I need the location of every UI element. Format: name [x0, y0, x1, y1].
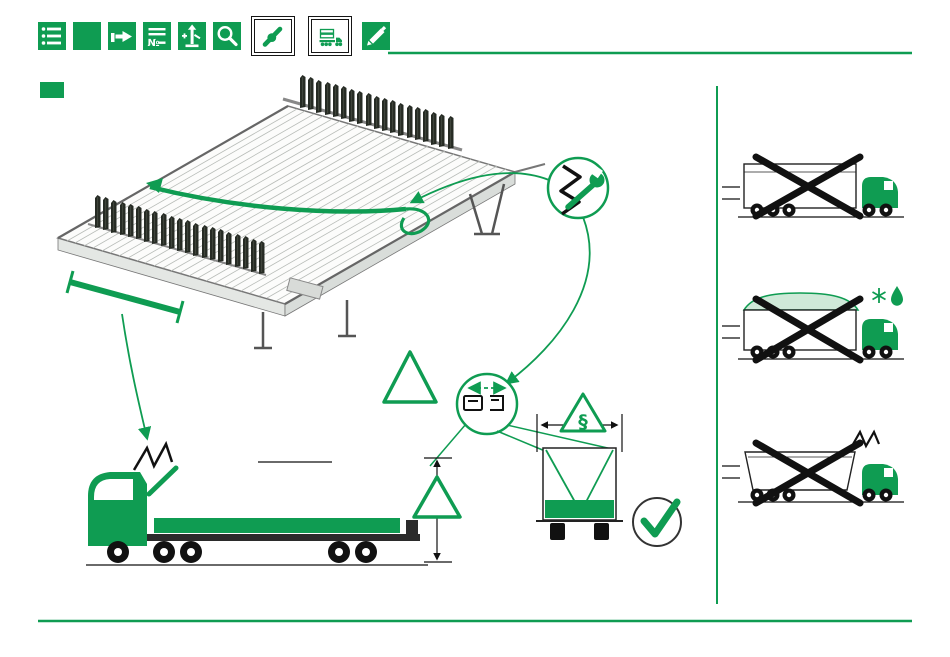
- wheels: [107, 541, 377, 563]
- pointer-to-truck: [121, 313, 152, 441]
- water-drop-icon: [891, 286, 903, 306]
- section-marker: [40, 82, 64, 98]
- cross-out-x-icon: [752, 295, 864, 364]
- hand-point-icon: [108, 22, 136, 50]
- chapter-toolbar: №: [38, 12, 390, 60]
- magnifier-icon: [213, 22, 241, 50]
- pointer-ratchet-right: [506, 424, 613, 450]
- transport-icon: [307, 15, 353, 57]
- cross-out-x-icon: [752, 153, 864, 220]
- tensioner-zigzag-icon: [559, 164, 582, 216]
- pallet-load: [154, 518, 400, 533]
- numbered-notes-icon: №: [143, 22, 171, 50]
- lashing-point: [146, 465, 179, 497]
- manual-handling-icon: [250, 15, 296, 57]
- prohibited-transport-loose: [722, 429, 904, 507]
- numero-label: №: [148, 38, 160, 49]
- truck-rear-view-illustration: §: [536, 392, 623, 540]
- stacking-pallet-illustration: [56, 74, 546, 441]
- prop-adjust-icon: [178, 22, 206, 50]
- cross-out-x-icon: [752, 439, 864, 507]
- flatbed-truck-illustration: [86, 440, 428, 566]
- deck-slats: [66, 108, 507, 302]
- paragraph-sign: §: [578, 411, 588, 433]
- warning-triangle-icon: [382, 350, 438, 404]
- prohibited-transport-unsecured: [722, 153, 904, 220]
- support-brace: [65, 270, 185, 324]
- pallet-legs: [254, 183, 506, 350]
- tail-post: [406, 520, 418, 534]
- snowflake-icon: [872, 288, 886, 303]
- marker-pen-icon: [362, 22, 390, 50]
- pointer-ratchet-left: [496, 430, 546, 452]
- list-icon: [38, 22, 66, 50]
- tensioning-tool-detail-icon: [546, 156, 610, 220]
- pointer-tools-to-ratchet: [504, 216, 591, 385]
- trailer-bed: [147, 534, 420, 541]
- tarp: [545, 500, 614, 518]
- lashing-strap: [146, 178, 431, 236]
- tension-zigzag-icon: [851, 429, 881, 449]
- pointer-ratchet-truck: [429, 423, 467, 467]
- pointer-tools-to-strap: [409, 172, 550, 204]
- tension-zigzag-icon: [132, 440, 174, 471]
- wrench-icon: [565, 166, 605, 210]
- prohibited-transport-weather: [722, 286, 904, 364]
- ratchet-strap-detail-icon: [455, 372, 519, 436]
- chapter-icon: [73, 22, 101, 50]
- check-mark-icon: [632, 497, 682, 547]
- pallet-plate: [286, 277, 324, 300]
- height-warning-triangle-icon: [412, 475, 462, 519]
- height-limit-indicator: [412, 457, 462, 563]
- legal-paragraph-triangle-icon: [559, 392, 607, 433]
- cab-window: [94, 479, 133, 500]
- ratchet-buckle-icon: [463, 395, 504, 411]
